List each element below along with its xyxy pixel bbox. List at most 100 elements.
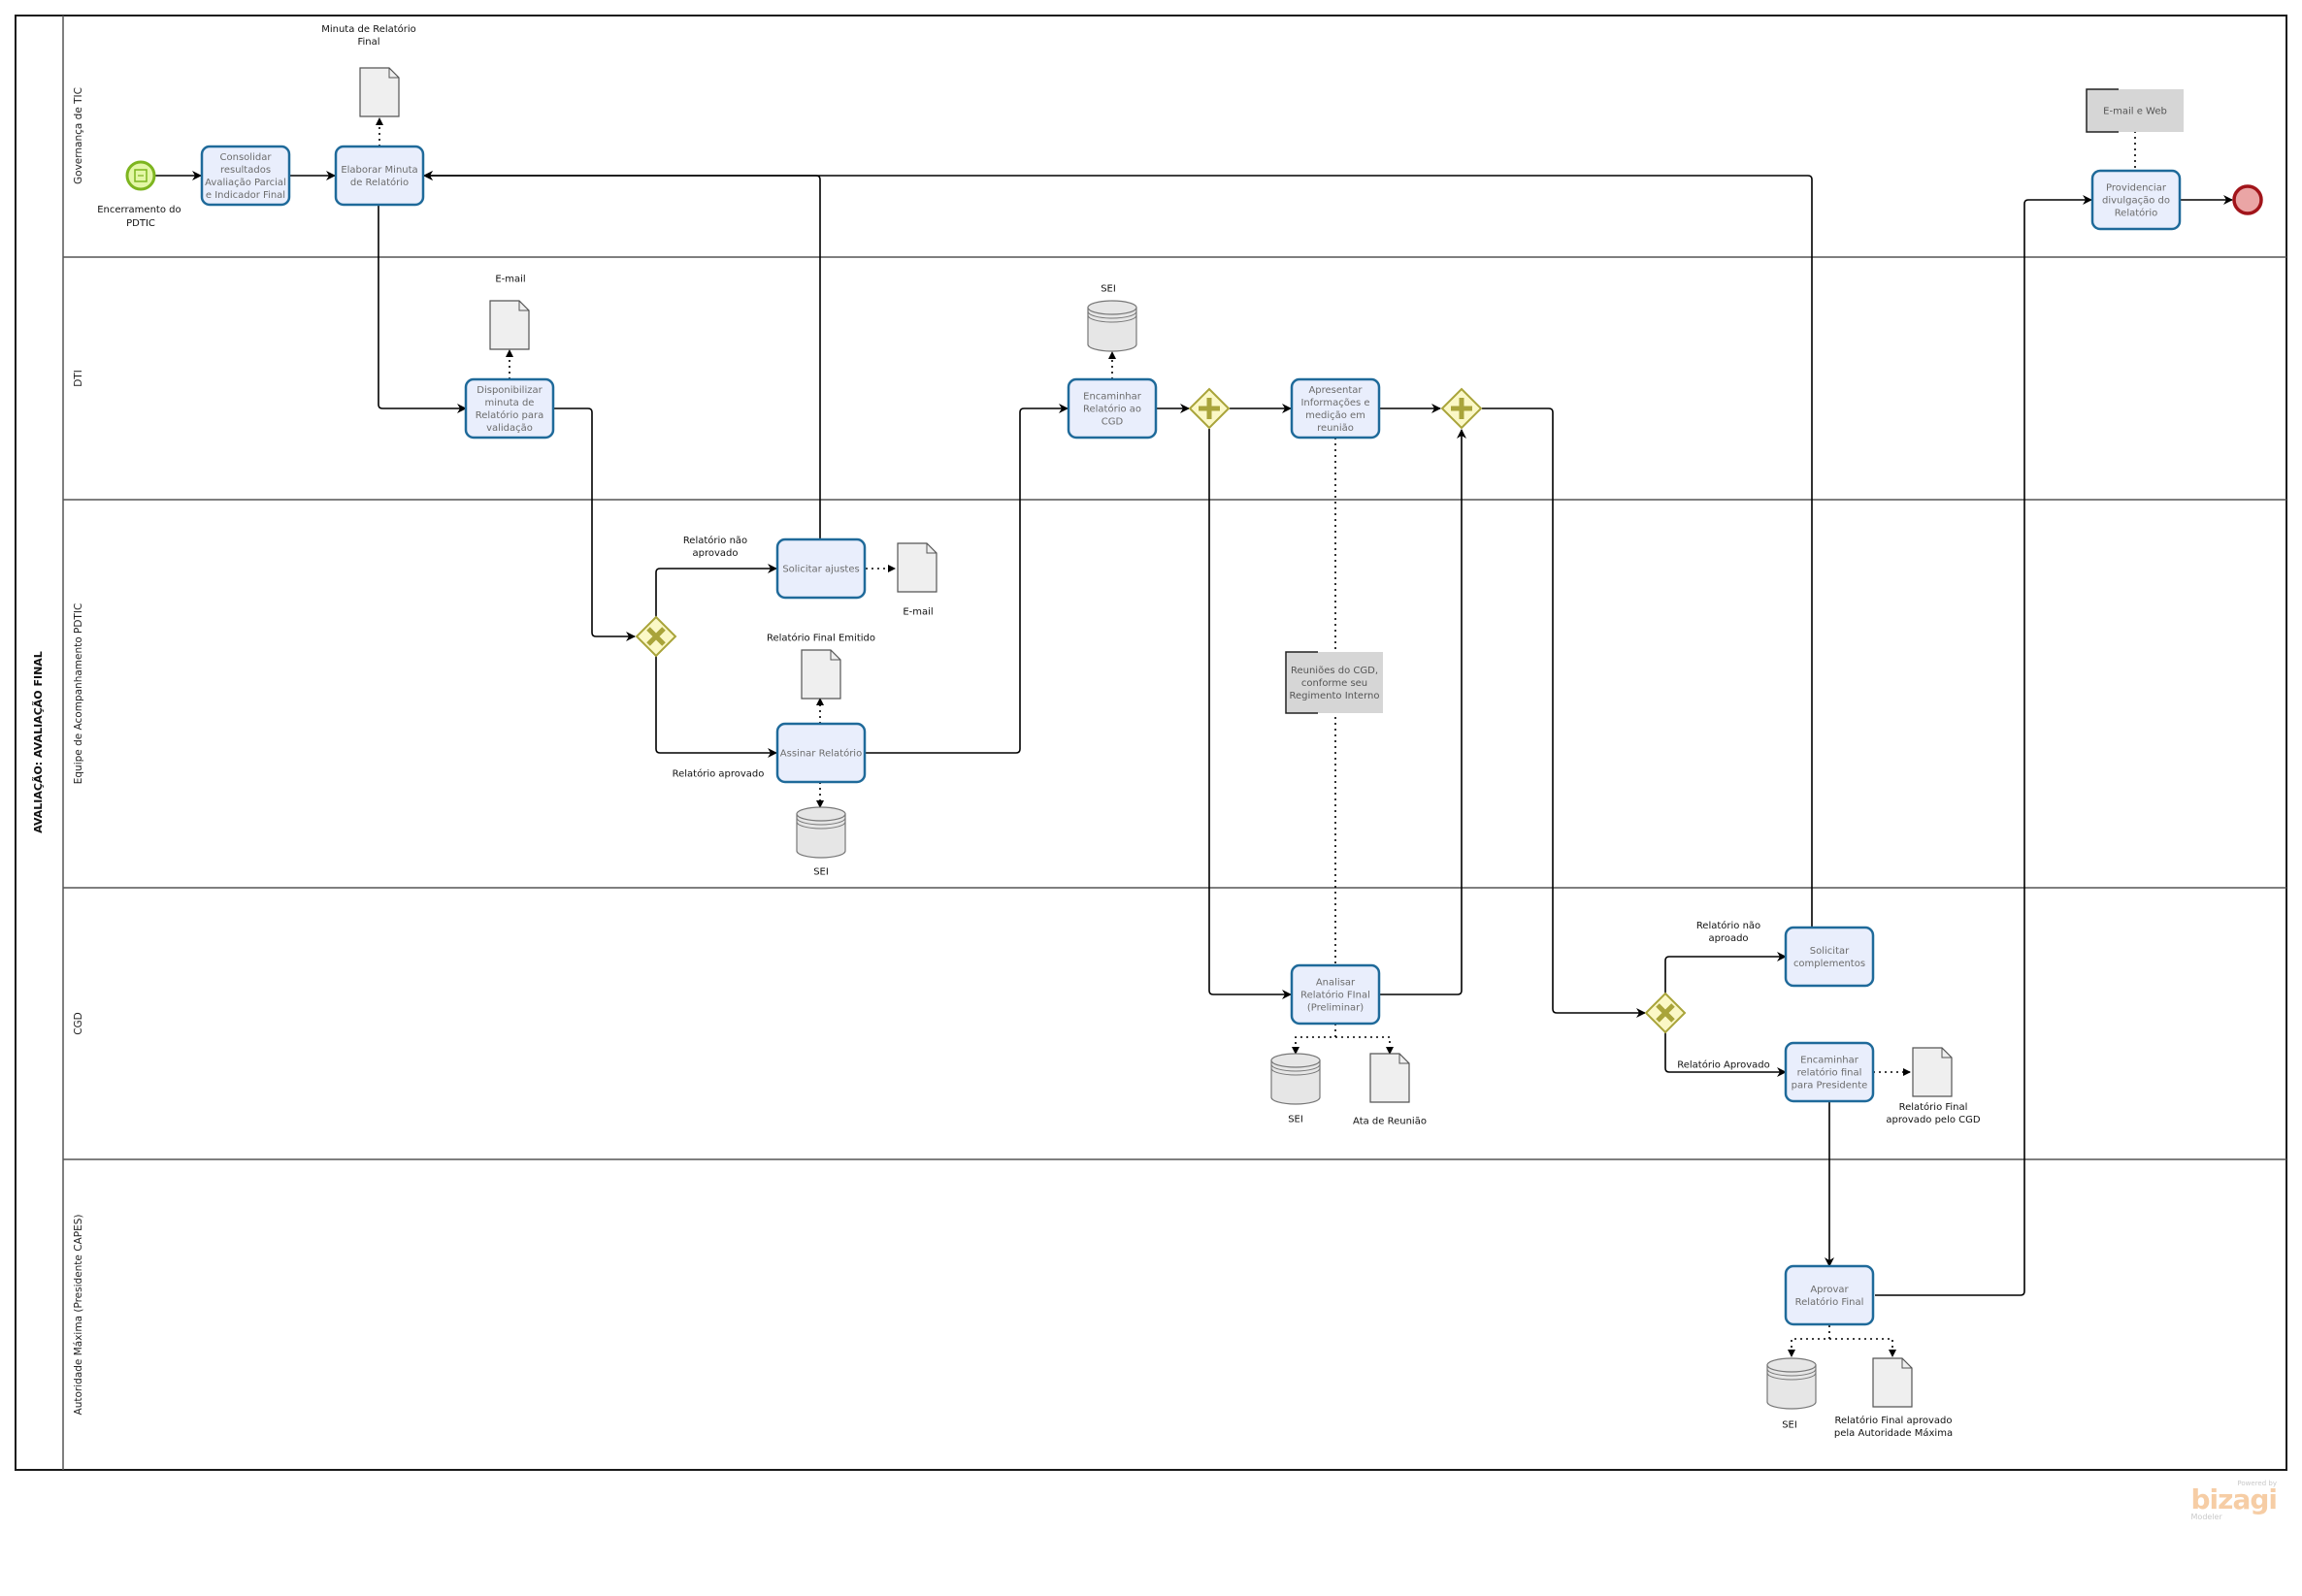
artifact-label: Ata de Reunião bbox=[1353, 1117, 1427, 1127]
start-event-label: Encerramento do PDTIC bbox=[97, 205, 184, 229]
powered-by-text: Powered by bbox=[2237, 1480, 2277, 1487]
artifact-label: SEI bbox=[1101, 284, 1116, 295]
lane-label-cgd: CGD bbox=[73, 1012, 84, 1035]
flow-analisar-to-join bbox=[1380, 429, 1466, 995]
task-box[interactable] bbox=[775, 537, 867, 600]
datastore-sei-aprovar[interactable]: SEI bbox=[1766, 1357, 1817, 1431]
assoc-analisar-sei bbox=[1292, 1024, 1336, 1055]
bizagi-logo: Powered by bizagi Modeler bbox=[2190, 1480, 2278, 1521]
assoc-aprovar-relatorio bbox=[1829, 1338, 1896, 1357]
task-box[interactable] bbox=[1067, 377, 1158, 440]
pool: AVALIAÇÃO: AVALIAÇÃO FINAL bbox=[15, 15, 2287, 1471]
task-box[interactable] bbox=[2090, 169, 2182, 231]
document-relatorio-final-emitido[interactable]: Relatório Final Emitido bbox=[767, 633, 875, 700]
assoc-aprovar-sei bbox=[1788, 1325, 1830, 1357]
flow-aprovar-to-providenciar bbox=[1875, 195, 2092, 1296]
end-event[interactable] bbox=[2232, 184, 2263, 215]
start-event[interactable]: Encerramento do PDTIC bbox=[97, 160, 184, 229]
document-email-dti[interactable]: E-mail bbox=[489, 275, 530, 350]
task-box[interactable] bbox=[1290, 963, 1381, 1026]
datastore-sei-dti[interactable]: SEI bbox=[1087, 284, 1137, 352]
message-icon bbox=[134, 169, 148, 182]
annotation-email-web[interactable]: E-mail e Web bbox=[2086, 88, 2184, 133]
flow-gateway-to-assinar bbox=[655, 656, 777, 758]
gateway-exclusive-cgd[interactable] bbox=[1644, 992, 1687, 1034]
flow-elaborar-to-disponibilizar bbox=[378, 206, 467, 413]
document-email-ajustes[interactable]: E-mail bbox=[897, 542, 937, 618]
brand-text: bizagi bbox=[2190, 1483, 2278, 1515]
plus-icon bbox=[1199, 398, 1220, 419]
flow-solicitar-ajustes-to-elaborar bbox=[423, 171, 821, 539]
artifact-label: E-mail bbox=[495, 275, 525, 285]
end-event-circle[interactable] bbox=[2232, 184, 2263, 215]
x-icon bbox=[1656, 1003, 1675, 1023]
artifact-label: Relatório Final Emitido bbox=[767, 633, 875, 644]
document-ata-reuniao[interactable]: Ata de Reunião bbox=[1353, 1053, 1427, 1127]
lanes: Governança de TIC DTI Equipe de Acompanh… bbox=[63, 87, 2286, 1415]
flow-label-aprovado-cgd: Relatório Aprovado bbox=[1677, 1059, 1770, 1071]
pool-border bbox=[15, 15, 2287, 1471]
gateway-parallel-join[interactable] bbox=[1440, 387, 1483, 430]
gateway-exclusive-validacao[interactable] bbox=[635, 615, 677, 658]
artifact-label: SEI bbox=[1288, 1115, 1303, 1125]
flow-disponibilizar-to-gateway bbox=[554, 407, 636, 641]
task-box[interactable] bbox=[1784, 1041, 1875, 1103]
task-box[interactable] bbox=[1784, 926, 1875, 988]
task-box[interactable] bbox=[1784, 1264, 1875, 1326]
task-label: Assinar Relatório bbox=[780, 748, 862, 760]
task-box[interactable] bbox=[775, 722, 867, 784]
artifact-label: SEI bbox=[813, 867, 829, 878]
task-solicitar-ajustes[interactable]: Solicitar ajustes bbox=[775, 537, 867, 600]
plus-icon bbox=[1451, 398, 1472, 419]
sequence-flows bbox=[155, 171, 2233, 1296]
task-label: Solicitar ajustes bbox=[782, 565, 859, 575]
datastore-sei-assinar[interactable]: SEI bbox=[796, 806, 846, 878]
task-box[interactable] bbox=[200, 145, 291, 207]
task-box[interactable] bbox=[334, 145, 425, 207]
flow-gateway-to-encaminhar-presidente bbox=[1664, 1032, 1787, 1077]
datastore-sei-analisar[interactable]: SEI bbox=[1270, 1053, 1321, 1125]
lane-label-dti: DTI bbox=[73, 370, 84, 387]
gateway-parallel-split[interactable] bbox=[1188, 387, 1231, 430]
annotation-bracket bbox=[1285, 651, 1318, 714]
gateways bbox=[635, 387, 1687, 1034]
flow-label-aprovado: Relatório aprovado bbox=[673, 768, 765, 780]
annotation-bracket bbox=[2086, 88, 2119, 133]
associations bbox=[376, 117, 2136, 1357]
task-box[interactable] bbox=[1290, 377, 1381, 440]
task-assinar[interactable]: Assinar Relatório bbox=[775, 722, 867, 784]
task-box[interactable] bbox=[464, 377, 555, 440]
lane-label-equipe: Equipe de Acompanhamento PDTIC bbox=[73, 603, 84, 785]
lane-label-autoridade: Autoridade Máxima (Presidente CAPES) bbox=[73, 1215, 84, 1416]
